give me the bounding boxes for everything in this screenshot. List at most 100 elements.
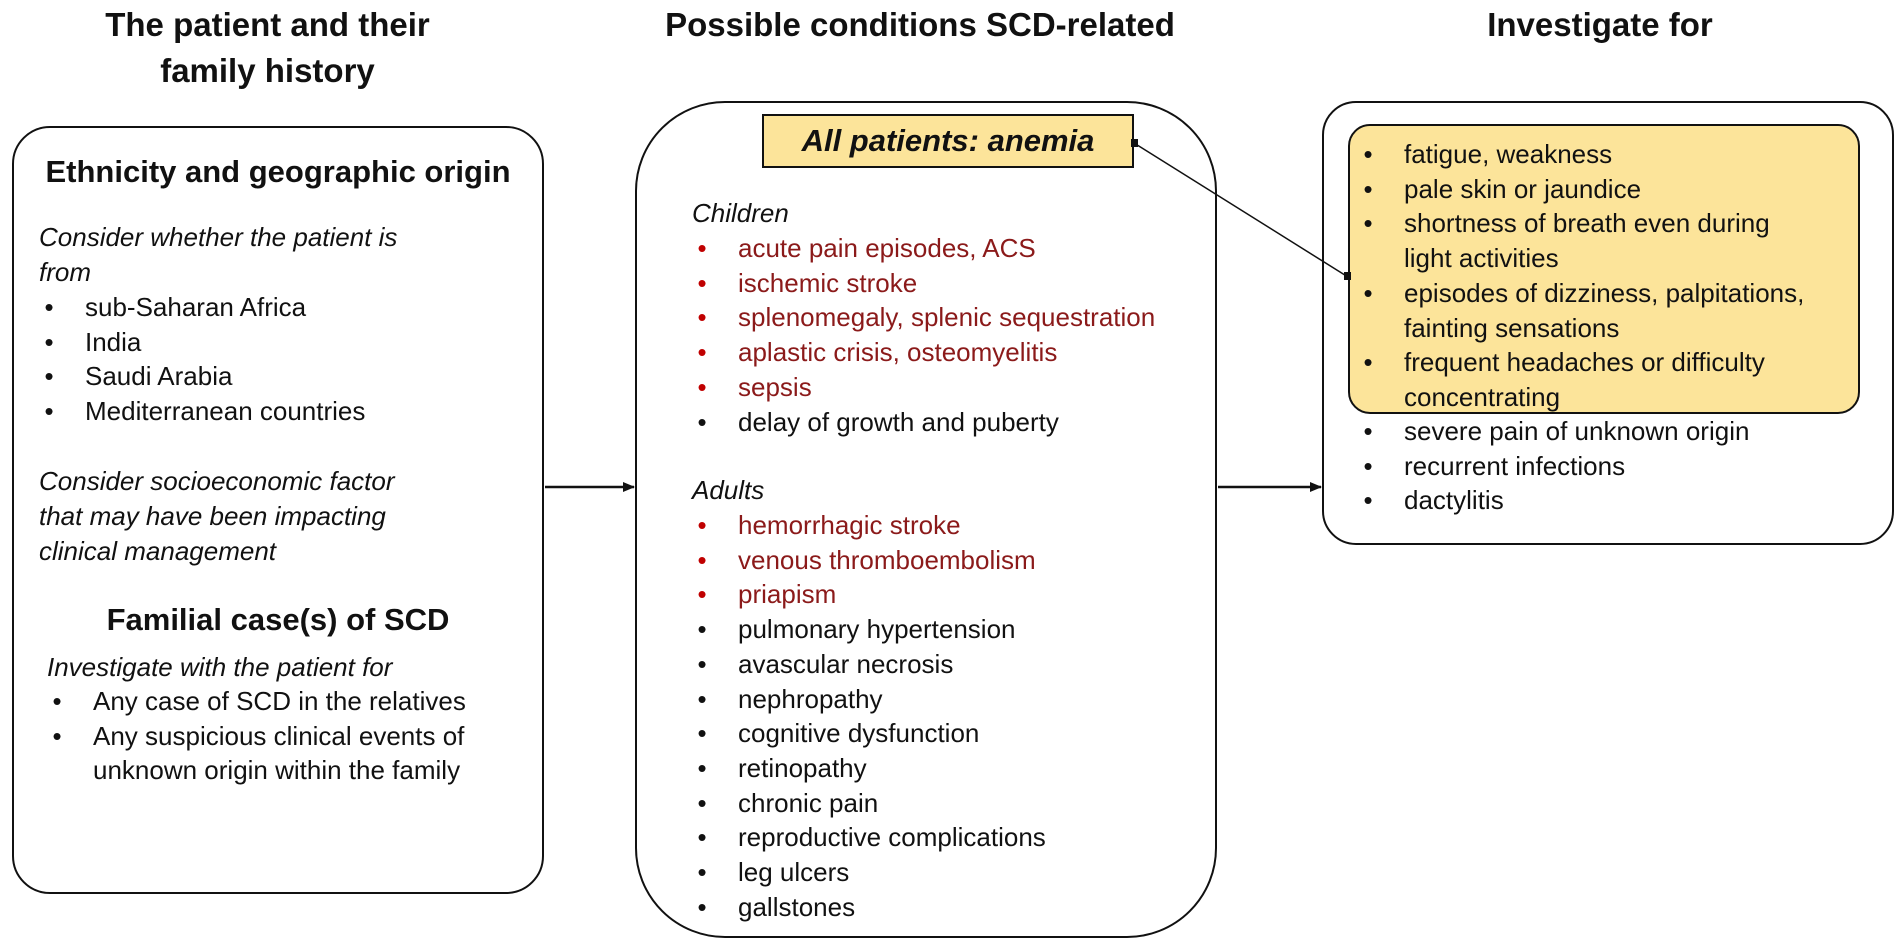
familial-item-line1: Any suspicious clinical events of <box>93 720 465 751</box>
list-item: • gallstones <box>692 890 1202 925</box>
symptom-line1: fatigue, weakness <box>1404 139 1613 169</box>
symptom-line2: concentrating <box>1404 381 1561 412</box>
bullet-icon: • <box>44 292 54 322</box>
symptom-line2: fainting sensations <box>1404 312 1620 343</box>
familial-item-line1: Any case of SCD in the relatives <box>93 686 466 716</box>
bullet-icon: • <box>697 544 707 575</box>
bullet-icon: • <box>697 337 707 368</box>
list-item: • aplastic crisis, osteomyelitis <box>692 335 1202 370</box>
bullet-icon: • <box>44 326 54 357</box>
list-item: •splenomegaly, splenic sequestration <box>692 300 1202 335</box>
connector-end-anemia <box>1131 139 1138 147</box>
right-column-title: Investigate for <box>1487 6 1713 43</box>
anemia-symptoms-list: •fatigue, weakness •pale skin or jaundic… <box>1358 137 1868 415</box>
familial-list: • Any case of SCD in the relatives • Any… <box>47 684 527 788</box>
bullet-icon: • <box>697 787 707 818</box>
bullet-icon: • <box>1363 208 1373 239</box>
condition-text: ischemic stroke <box>738 267 918 298</box>
condition-text: cognitive dysfunction <box>738 718 980 749</box>
origin-item: Mediterranean countries <box>85 396 366 427</box>
left-column-title-line2: family history <box>160 52 375 89</box>
symptom-line1: frequent headaches or difficulty <box>1404 347 1765 378</box>
investigate-label: Investigate with the patient for <box>47 652 393 682</box>
ethnicity-title: Ethnicity and geographic origin <box>45 154 511 189</box>
origin-list: •sub-Saharan Africa •India •Saudi Arabia… <box>39 290 519 429</box>
children-list: • acute pain episodes, ACS • ischemic stro… <box>692 231 1202 439</box>
condition-text: priapism <box>738 579 837 610</box>
consider-origin-line2: from <box>39 257 91 287</box>
condition-text: acute pain episodes, ACS <box>738 233 1036 263</box>
children-label: Children <box>692 198 789 228</box>
bullet-icon: • <box>697 648 707 679</box>
bullet-icon: • <box>1363 450 1373 481</box>
familial-title: Familial case(s) of SCD <box>106 602 450 637</box>
adults-label: Adults <box>692 475 765 505</box>
list-item: • ischemic stroke <box>692 266 1202 301</box>
list-item: • retinopathy <box>692 751 1202 786</box>
anemia-label-box: All patients: anemia <box>762 114 1134 168</box>
list-item: • chronic pain <box>692 786 1202 821</box>
condition-text: chronic pain <box>738 787 879 818</box>
bullet-icon: • <box>697 857 707 888</box>
familial-item-line2: unknown origin within the family <box>93 755 461 786</box>
adults-list: •hemorrhagic stroke •venous thromboembol… <box>692 508 1202 924</box>
symptom-line1: shortness of breath even during <box>1404 208 1770 239</box>
list-item: •priapism <box>692 577 1202 612</box>
list-item: •episodes of dizziness, palpitations,fai… <box>1358 276 1868 345</box>
condition-text: retinopathy <box>738 752 867 783</box>
socioeconomic-line1: Consider socioeconomic factor <box>39 466 395 496</box>
origin-item: sub-Saharan Africa <box>85 292 307 322</box>
list-item: •dactylitis <box>1358 483 1868 518</box>
bullet-icon: • <box>44 361 54 392</box>
list-item: • shortness of breath even during light ac… <box>1358 206 1868 275</box>
bullet-icon: • <box>697 822 707 853</box>
bullet-icon: • <box>697 233 707 263</box>
bullet-icon: • <box>697 891 707 922</box>
condition-text: gallstones <box>738 891 856 922</box>
condition-text: reproductive complications <box>738 822 1046 853</box>
condition-text: pulmonary hypertension <box>738 614 1016 645</box>
bullet-icon: • <box>44 396 54 427</box>
bullet-icon: • <box>697 510 707 540</box>
consider-origin-text: Consider whether the patient is from <box>39 220 519 290</box>
bullet-icon: • <box>1363 139 1373 169</box>
list-item: •pulmonary hypertension <box>692 612 1202 647</box>
list-item: • recurrent infections <box>1358 449 1868 484</box>
connector-end-symptoms <box>1344 272 1351 280</box>
left-column-title-line1: The patient and their <box>105 6 430 43</box>
list-item: • avascular necrosis <box>692 647 1202 682</box>
other-symptoms-list: • severe pain of unknown origin • recurren… <box>1358 414 1868 518</box>
origin-item: India <box>85 326 142 357</box>
symptom-line1: pale skin or jaundice <box>1404 173 1642 204</box>
list-item: •nephropathy <box>692 682 1202 717</box>
condition-text: aplastic crisis, osteomyelitis <box>738 337 1058 368</box>
bullet-icon: • <box>697 406 707 437</box>
condition-text: leg ulcers <box>738 857 850 888</box>
list-item: • fatigue, weakness <box>1358 137 1868 172</box>
bullet-icon: • <box>1363 347 1373 378</box>
connector-anemia-to-symptoms <box>1133 142 1349 278</box>
patient-history-box: Ethnicity and geographic origin Consider… <box>12 126 544 894</box>
bullet-icon: • <box>1363 416 1373 446</box>
list-item: •sepsis <box>692 370 1202 405</box>
list-item: • acute pain episodes, ACS <box>692 231 1202 266</box>
list-item: • severe pain of unknown origin <box>1358 414 1868 449</box>
socioeconomic-text: Consider socioeconomic factor that may h… <box>39 464 519 569</box>
symptom-text: severe pain of unknown origin <box>1404 416 1750 446</box>
conditions-box: Children • acute pain episodes, ACS • isch… <box>635 101 1217 938</box>
condition-text: sepsis <box>738 371 812 402</box>
list-item: •pale skin or jaundice <box>1358 172 1868 207</box>
condition-text: avascular necrosis <box>738 648 954 679</box>
condition-text: nephropathy <box>738 683 883 714</box>
anemia-symptoms-highlight <box>1348 124 1860 414</box>
condition-text: venous thromboembolism <box>738 544 1036 575</box>
bullet-icon: • <box>52 720 62 751</box>
symptom-text: recurrent infections <box>1404 450 1626 481</box>
bullet-icon: • <box>697 752 707 783</box>
bullet-icon: • <box>1363 277 1373 308</box>
middle-column-title: Possible conditions SCD-related <box>665 6 1175 43</box>
bullet-icon: • <box>697 267 707 298</box>
symptom-line2: light activities <box>1404 243 1559 274</box>
condition-text: delay of growth and puberty <box>738 406 1059 437</box>
